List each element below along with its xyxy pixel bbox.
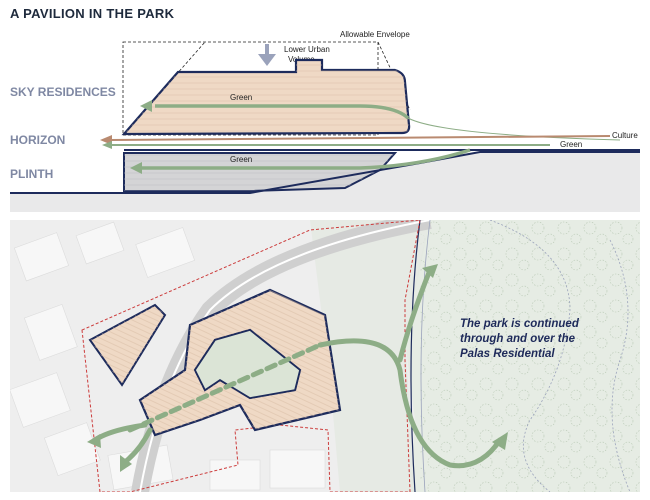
park-path <box>489 220 571 492</box>
park-callout: The park is continued through and over t… <box>460 318 579 360</box>
culture-label: Culture <box>612 131 638 140</box>
culture-arrow <box>100 135 611 145</box>
site-boundary <box>81 220 421 492</box>
courtyard <box>194 329 301 399</box>
layer-label-sky-residences: SKY RESIDENCES <box>10 85 116 99</box>
layer-label-plinth: PLINTH <box>10 167 54 181</box>
green-arrow-upper <box>140 100 621 141</box>
site-plan <box>10 220 640 492</box>
section-diagram: Allowable Envelope Lower Urban Volume Gr… <box>10 30 640 212</box>
lower-urban-volume-label: Lower Urban <box>284 45 330 54</box>
green-arrow-horizon <box>102 141 550 149</box>
green-label-lower: Green <box>230 155 252 164</box>
page-title: A PAVILION IN THE PARK <box>10 6 175 21</box>
green-arrow-plinth <box>130 148 471 174</box>
green-label-ground: Green <box>560 140 582 149</box>
road-edge <box>410 220 421 492</box>
green-label-upper: Green <box>230 93 252 102</box>
allowable-envelope-label: Allowable Envelope <box>340 30 410 39</box>
green-arrowheads-plan <box>87 264 508 472</box>
lower-urban-volume-icon <box>258 44 276 66</box>
layer-label-horizon: HORIZON <box>10 133 66 147</box>
